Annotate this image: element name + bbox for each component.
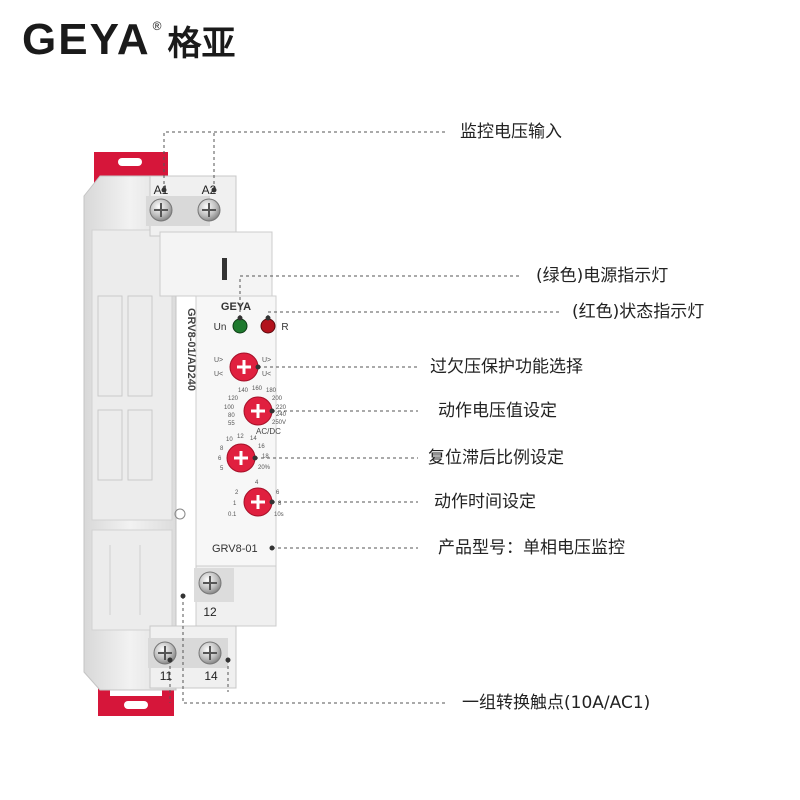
registered-mark: ®	[152, 19, 162, 33]
logo-latin-text: GEYA	[22, 15, 151, 64]
dial4-label: 0.1	[228, 512, 237, 518]
callout-time-setting: 动作时间设定	[434, 492, 536, 512]
leader-dot	[269, 545, 275, 551]
callout-contact: 一组转换触点(10A/AC1)	[462, 693, 651, 713]
slot-mark	[222, 258, 227, 280]
leader-dot	[269, 499, 275, 505]
dial3-label: 6	[218, 456, 222, 462]
bottom-din-clip	[98, 686, 174, 716]
leader-dot	[255, 364, 261, 370]
terminal-14-label: 14	[204, 669, 218, 683]
relay-side-housing	[83, 175, 177, 691]
dial1-label: U>	[262, 357, 271, 364]
led-r-label: R	[281, 322, 288, 333]
dial3-label: 18	[262, 454, 269, 460]
top-terminal-block	[146, 175, 237, 237]
dial2-label: 140	[238, 388, 249, 394]
dial2-label: 100	[224, 405, 235, 411]
callout-model: 产品型号：单相电压监控	[438, 538, 625, 558]
leader-line	[239, 275, 520, 318]
leader-line	[163, 131, 446, 190]
leader-dot	[211, 187, 217, 193]
faceplate-model: GRV8-01	[212, 543, 258, 555]
leader-dots	[161, 187, 275, 663]
dial4-label: 10s	[274, 512, 284, 518]
brand-logo: GEYA ® 格亚	[22, 14, 236, 66]
callout-voltage-setting: 动作电压值设定	[438, 401, 557, 421]
bottom-terminal-block	[148, 625, 237, 689]
faceplate-brand: GEYA	[221, 301, 251, 313]
leader-line	[182, 596, 446, 704]
dial3-label: 10	[226, 437, 233, 443]
reset-hysteresis-dial[interactable]	[226, 443, 256, 473]
dial2-label: 220	[276, 405, 287, 411]
terminal-12-screw	[194, 568, 234, 602]
dial3-label: 12	[237, 434, 244, 440]
leader-dot	[161, 187, 167, 193]
green-power-led-icon	[232, 318, 248, 334]
dial3-label: 16	[258, 444, 265, 450]
leader-dot	[225, 657, 231, 663]
dial3-label: 14	[250, 436, 257, 442]
function-select-dial[interactable]	[229, 352, 259, 382]
leader-dot	[252, 455, 258, 461]
dial2-label: 160	[252, 386, 263, 392]
model-vertical-text: GRV8-01/AD240	[185, 308, 197, 391]
callout-power-led: (绿色)电源指示灯	[536, 266, 669, 286]
dial2-label: 250V	[272, 420, 286, 426]
dial1-label: U<	[262, 371, 271, 378]
callout-function-select: 过欠压保护功能选择	[430, 357, 583, 377]
dial2-unit: AC/DC	[256, 427, 281, 436]
top-din-clip	[94, 152, 168, 186]
dial4-label: 8	[278, 501, 282, 507]
dial2-label: 80	[228, 413, 235, 419]
leader-dot	[167, 657, 173, 663]
dial2-label: 55	[228, 421, 235, 427]
dial3-label: 20%	[258, 465, 271, 471]
time-delay-dial[interactable]	[243, 487, 273, 517]
callout-status-led: (红色)状态指示灯	[572, 302, 705, 322]
terminal-a1-label: A1	[154, 183, 169, 197]
dial1-label: U>	[214, 357, 223, 364]
leader-dot	[180, 593, 186, 599]
front-faceplate	[195, 295, 277, 567]
dial1-label: U<	[214, 371, 223, 378]
terminal-11-label: 11	[160, 669, 173, 683]
terminal-12-label: 12	[203, 605, 217, 619]
terminal-a2-label: A2	[202, 183, 217, 197]
dial2-label: 200	[272, 396, 283, 402]
dial2-label: 120	[228, 396, 239, 402]
dial3-label: 5	[220, 466, 224, 472]
ce-mark-icon	[174, 508, 186, 520]
voltage-setting-dial[interactable]	[243, 396, 273, 426]
dial4-label: 6	[276, 490, 280, 496]
upper-body-step	[159, 231, 273, 297]
callout-voltage-input: 监控电压输入	[460, 122, 562, 142]
leader-dot	[269, 408, 275, 414]
dial3-label: 8	[220, 446, 224, 452]
dial2-label: 240	[276, 412, 287, 418]
leader-dot	[237, 315, 243, 321]
leader-dot	[265, 315, 271, 321]
dial4-label: 2	[235, 490, 239, 496]
logo-chinese-text: 格亚	[167, 23, 236, 64]
dial2-label: 180	[266, 388, 277, 394]
led-un-label: Un	[214, 322, 227, 333]
leader-line	[267, 311, 560, 318]
dial4-label: 4	[255, 480, 259, 486]
dial4-label: 1	[233, 501, 237, 507]
red-status-led-icon	[260, 318, 276, 334]
callout-hysteresis-setting: 复位滞后比例设定	[428, 448, 564, 468]
